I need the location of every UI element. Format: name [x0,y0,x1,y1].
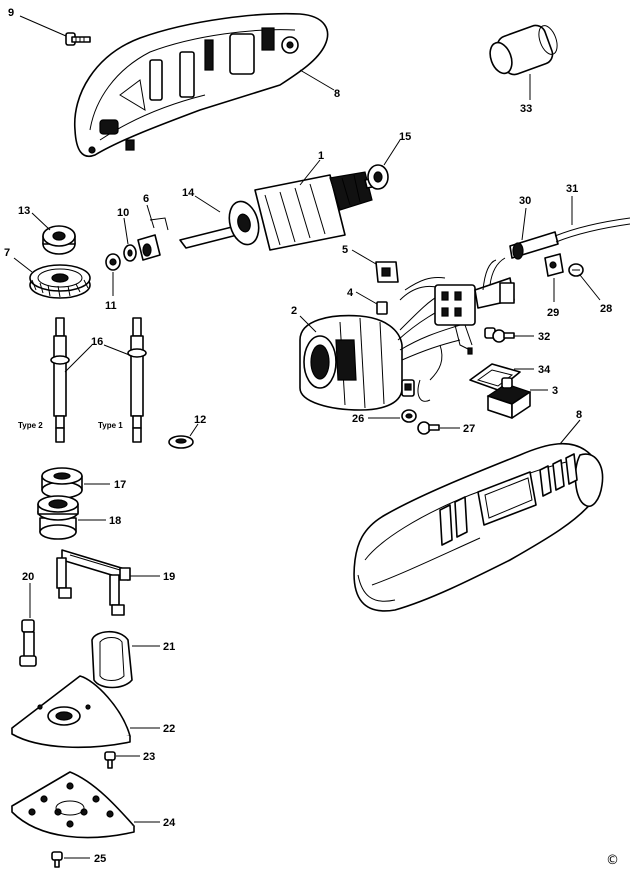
copyright-mark: © [606,853,619,868]
callout-23: 23 [143,751,155,763]
callout-24: 24 [163,817,176,829]
part-13-bearing [42,225,76,255]
callout-29: 29 [547,307,559,319]
callout-18: 18 [109,515,121,527]
callout-25: 25 [94,853,106,865]
part-28-screw [568,263,584,277]
callout-15: 15 [399,131,411,143]
part-4-brush [376,301,388,315]
callout-32: 32 [538,331,550,343]
part-18-bearing-housing [37,495,79,540]
callout-17: 17 [114,479,126,491]
callout-12: 12 [194,414,206,426]
part-16-shaft-type1 [127,317,147,443]
part-30-cord-guard [509,231,559,260]
part-15-bearing [367,164,389,190]
part-8-housing-assembled [353,442,604,612]
callout-7: 7 [4,247,10,259]
callout-33: 33 [520,103,532,115]
part-21-bellows [91,630,133,689]
part-31-cord [554,217,630,243]
part-23-screw [104,751,116,769]
callout-5: 5 [342,244,348,256]
part-1-armature [179,171,383,251]
part-33-sleeve [489,24,558,76]
part-5-brush-holder [375,261,399,283]
part-7-bevel-gear [29,264,91,299]
part-19-eccentric-link [56,549,131,616]
callout-11: 11 [105,300,117,312]
part-22-sanding-base [11,675,131,749]
part-2-field [299,314,403,411]
part-26-washer [401,409,417,423]
part-10-nut [123,244,137,262]
callout-labels: 9 8 33 1 15 14 13 10 6 7 11 16 12 Type 2… [4,7,619,868]
callout-27: 27 [463,423,475,435]
wiring-harness [397,257,515,402]
callout-9: 9 [8,7,14,19]
part-34-switch-cover [469,363,521,391]
type-1-label: Type 1 [98,421,123,430]
callout-21: 21 [163,641,175,653]
callout-8-assembled: 8 [576,409,582,421]
part-32-screw [492,329,515,343]
callout-19: 19 [163,571,175,583]
part-8-housing-half [73,12,329,157]
callout-8: 8 [334,88,340,100]
callout-14: 14 [182,187,195,199]
part-12-washer [168,435,194,449]
part-27-screw [417,421,440,435]
callout-13: 13 [18,205,30,217]
part-3-switch [486,377,532,419]
callout-1: 1 [318,150,324,162]
callout-2: 2 [291,305,297,317]
part-9-screw [65,32,91,46]
callout-34: 34 [538,364,551,376]
callout-10: 10 [117,207,129,219]
type-2-label: Type 2 [18,421,43,430]
part-25-screw [51,851,63,868]
wire-connector [401,379,415,397]
callout-31: 31 [566,183,578,195]
callout-20: 20 [22,571,34,583]
part-11-washer [105,253,121,271]
callout-30: 30 [519,195,531,207]
part-6-pinion [137,217,169,261]
part-20-pad-foot [19,619,37,667]
callout-3: 3 [552,385,558,397]
part-16-shaft-type2 [50,317,70,443]
part-29-cord-clamp [544,253,564,277]
callout-26: 26 [352,413,364,425]
part-24-sanding-plate [11,771,135,839]
callout-22: 22 [163,723,175,735]
part-17-bearing [41,467,83,499]
callout-28: 28 [600,303,612,315]
callout-4: 4 [347,287,354,299]
callout-6: 6 [143,193,149,205]
callout-16: 16 [91,336,103,348]
